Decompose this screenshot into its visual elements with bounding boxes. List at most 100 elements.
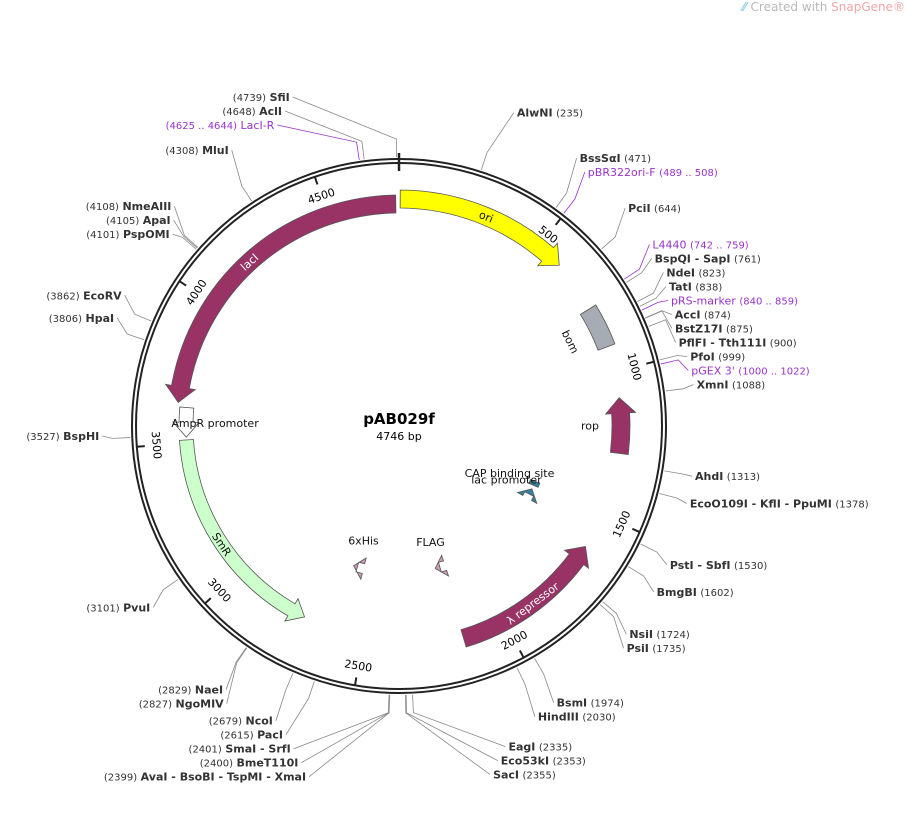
feature-rop[interactable]: rop	[581, 397, 637, 455]
site-name: SfiI	[270, 91, 290, 104]
restriction-site[interactable]: (3806) HpaI	[49, 312, 145, 341]
restriction-site[interactable]: EcoO109I - KflI - PpuMI (1378)	[659, 493, 869, 511]
restriction-site[interactable]: AhdI (1313)	[664, 470, 760, 483]
site-name: ApaI	[143, 214, 171, 227]
site-label: PfoI (999)	[690, 350, 745, 363]
site-position: (3101)	[86, 603, 119, 614]
feature-shape[interactable]	[460, 546, 590, 648]
restriction-site[interactable]: (4108) NmeAIII	[86, 200, 199, 248]
site-label: (3862) EcoRV	[46, 289, 122, 302]
site-position: (2355)	[523, 771, 556, 782]
site-leader-line	[641, 300, 669, 311]
restriction-site[interactable]: PciI (644)	[601, 202, 681, 250]
feature-shape[interactable]	[179, 439, 306, 622]
restriction-site[interactable]: BspQI - SapI (761)	[626, 252, 761, 283]
restriction-site[interactable]: EagI (2335)	[412, 694, 573, 754]
feature-label: lac promoter	[471, 473, 542, 486]
restriction-site[interactable]: (3527) BspHI	[26, 430, 131, 443]
restriction-site[interactable]: (4308) MluI	[165, 144, 252, 202]
feature-bom[interactable]: bom	[559, 304, 616, 356]
ruler-tick	[136, 445, 145, 448]
restriction-site[interactable]: AlwNI (235)	[480, 107, 583, 171]
feature-shape[interactable]	[399, 189, 560, 267]
restriction-site[interactable]: (4648) AclI	[222, 105, 365, 160]
primer-site[interactable]: pBR322ori-F (489 .. 508)	[563, 166, 718, 214]
site-label: (4648) AclI	[222, 105, 282, 118]
site-name: pBR322ori-F	[588, 166, 656, 179]
restriction-site[interactable]: BsmI (1974)	[534, 658, 624, 710]
restriction-site[interactable]: PstI - SbfI (1530)	[640, 543, 768, 572]
site-leader-line	[152, 579, 179, 608]
site-name: L4440	[652, 238, 686, 251]
brand-name: SnapGene	[831, 0, 893, 14]
site-name: Eco53kI	[501, 755, 549, 768]
site-position: (838)	[695, 282, 722, 293]
restriction-site[interactable]: (4101) PspOMI	[86, 228, 197, 250]
restriction-site[interactable]: (3101) PvuI	[86, 579, 179, 614]
primer-site[interactable]: (4625 .. 4644) LacI-R	[166, 119, 360, 161]
feature-shape[interactable]	[579, 304, 616, 351]
site-leader-line	[626, 258, 652, 283]
primer-site[interactable]: pGEX 3' (1000 .. 1022)	[660, 359, 810, 378]
restriction-site[interactable]: AccI (874)	[645, 308, 731, 321]
restriction-site[interactable]: BmgBI (1602)	[628, 566, 734, 599]
feature-laci[interactable]: lacI	[164, 194, 397, 403]
feature-smr[interactable]: SmR	[179, 439, 306, 622]
restriction-site[interactable]: NdeI (823)	[637, 266, 726, 302]
site-name: XmnI	[697, 378, 729, 391]
site-label: (3101) PvuI	[86, 601, 150, 614]
site-label: (4308) MluI	[165, 144, 228, 157]
feature-shape[interactable]	[353, 557, 367, 581]
site-name: HpaI	[86, 312, 115, 325]
restriction-site[interactable]: (3862) EcoRV	[46, 289, 152, 322]
feature-6xhis[interactable]: 6xHis	[348, 535, 379, 581]
restriction-site[interactable]: PfoI (999)	[659, 350, 745, 363]
restriction-site[interactable]: PflFI - Tth111I (900)	[648, 319, 797, 350]
ruler-tick-label: 4500	[306, 186, 337, 207]
primer-site[interactable]: pRS-marker (840 .. 859)	[641, 294, 798, 311]
site-label: PflFI - Tth111I (900)	[679, 336, 797, 349]
site-position: (4739)	[233, 93, 266, 104]
restriction-site[interactable]: (2399) AvaI - BsoBI - TspMI - XmaI	[104, 694, 391, 784]
restriction-site[interactable]: SacI (2355)	[405, 694, 556, 782]
site-name: AccI	[675, 308, 701, 321]
site-position: (761)	[734, 254, 761, 265]
site-label: AhdI (1313)	[695, 470, 760, 483]
site-position: (644)	[654, 204, 681, 215]
site-label: EagI (2335)	[508, 741, 572, 754]
feature-shape[interactable]	[164, 194, 397, 403]
feature-shape[interactable]	[434, 554, 450, 577]
restriction-site[interactable]: (2679) NcoI	[209, 673, 294, 728]
feature-shape[interactable]	[604, 397, 637, 455]
restriction-site[interactable]: (2827) NgoMIV	[139, 647, 248, 711]
restriction-site[interactable]: XmnI (1088)	[665, 378, 766, 391]
site-label: (2615) PacI	[220, 729, 283, 742]
site-position: (2615)	[220, 731, 253, 742]
restriction-site[interactable]: BssSαI (471)	[555, 152, 651, 208]
site-leader-line	[116, 317, 145, 341]
restriction-site[interactable]: BstZ17I (875)	[645, 310, 753, 335]
site-position: (235)	[556, 109, 583, 120]
feature-shape[interactable]	[516, 488, 538, 505]
restriction-site[interactable]: HindIII (2030)	[516, 667, 616, 724]
restriction-site[interactable]: NsiI (1724)	[602, 601, 690, 642]
restriction-site[interactable]: (4739) SfiI	[233, 91, 397, 158]
restriction-site[interactable]: (2615) PacI	[220, 681, 315, 742]
feature-shape[interactable]	[172, 406, 200, 438]
site-leader-line	[412, 694, 506, 747]
site-leader-line	[405, 694, 491, 775]
restriction-site[interactable]: (4105) ApaI	[106, 214, 198, 249]
site-name: SmaI - SrfI	[225, 743, 290, 756]
restriction-site[interactable]: PsiI (1735)	[599, 604, 686, 656]
feature-ori[interactable]: ori	[399, 189, 560, 267]
feature-lac-promoter[interactable]: lac promoter	[471, 473, 542, 505]
restriction-site[interactable]: Eco53kI (2353)	[405, 694, 586, 768]
restriction-site[interactable]: (2829) NaeI	[158, 647, 247, 697]
feature-cap-binding-site[interactable]: CAP binding site	[465, 467, 555, 488]
feature-ampr-promoter[interactable]: AmpR promoter	[171, 406, 259, 438]
primer-site[interactable]: L4440 (742 .. 759)	[624, 238, 749, 280]
feature-flag[interactable]: FLAG	[416, 536, 450, 577]
feature-shape[interactable]	[528, 478, 541, 488]
site-leader-line	[308, 694, 391, 778]
restriction-site[interactable]: TatI (838)	[639, 280, 722, 307]
